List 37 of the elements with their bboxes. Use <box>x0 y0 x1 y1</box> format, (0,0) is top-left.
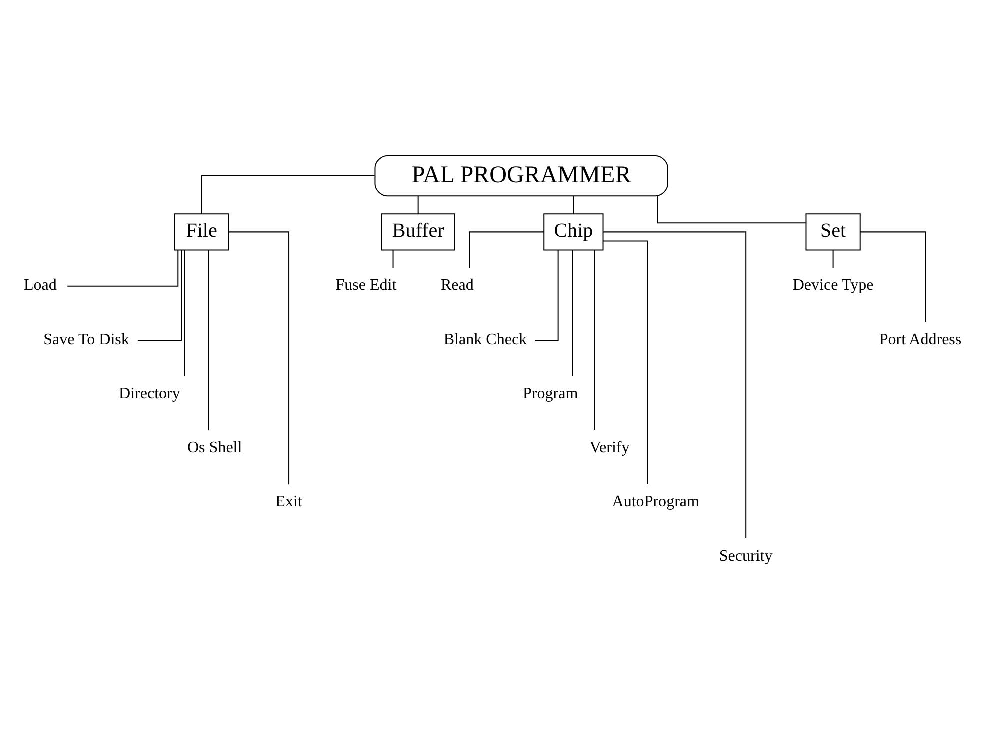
node-box: Buffer <box>380 214 455 251</box>
node-text: Read <box>440 277 474 294</box>
node-box: Set <box>805 214 860 251</box>
node-text: Port Address <box>878 331 962 348</box>
connector <box>534 250 558 341</box>
node-text: Security <box>718 548 772 565</box>
connector <box>602 232 746 540</box>
node-text: Save To Disk <box>43 331 129 348</box>
connector <box>392 250 394 268</box>
node-box: File <box>174 214 229 251</box>
connector <box>656 196 806 224</box>
node-box: Chip <box>543 214 604 251</box>
connector <box>200 176 375 215</box>
node-text: Exit <box>275 494 302 511</box>
connector <box>468 232 544 268</box>
node-text: Verify <box>589 440 630 457</box>
node-text: Blank Check <box>443 331 527 348</box>
node-text: Directory <box>118 385 180 402</box>
connector <box>184 250 185 377</box>
connector <box>602 240 648 485</box>
connector <box>228 232 290 486</box>
connector <box>860 232 926 323</box>
connector <box>208 250 209 431</box>
node-text: Device Type <box>792 277 874 294</box>
node-text: Fuse Edit <box>335 277 396 294</box>
node-box: PAL PROGRAMMER <box>374 156 668 197</box>
node-text: AutoProgram <box>612 494 699 511</box>
connector <box>572 196 574 214</box>
node-text: Program <box>522 385 578 402</box>
connector <box>832 250 834 268</box>
connector <box>594 250 595 431</box>
connector <box>572 250 573 377</box>
connector <box>136 250 182 341</box>
node-text: Os Shell <box>186 440 242 457</box>
connector <box>66 250 178 287</box>
connector <box>417 196 418 214</box>
node-text: Load <box>23 277 56 294</box>
